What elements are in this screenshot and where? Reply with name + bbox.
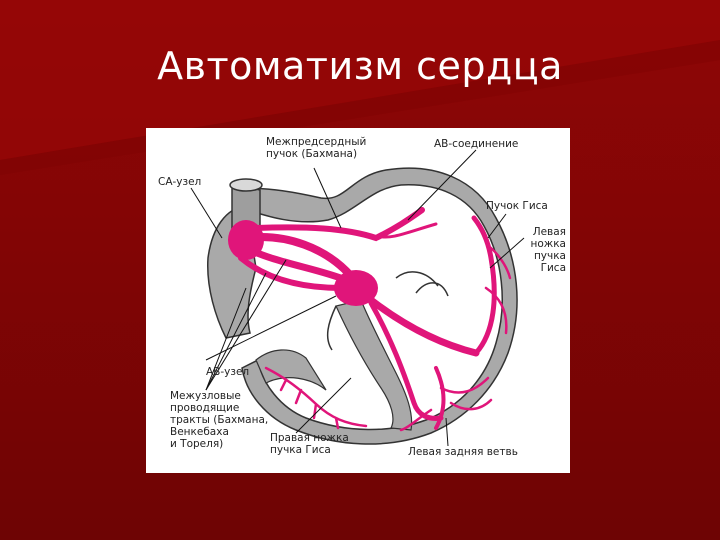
valve-leaflet-right bbox=[415, 282, 449, 297]
label-left-posterior-fascicle: Левая задняя ветвь bbox=[408, 446, 518, 458]
purkinje-fibers-left bbox=[399, 376, 493, 432]
label-internodal-tracts: Межузловые проводящие тракты (Бахмана, В… bbox=[170, 390, 269, 450]
label-his-bundle: Пучок Гиса bbox=[486, 200, 548, 212]
ventricular-septum bbox=[335, 299, 413, 431]
label-av-junction: АВ-соединение bbox=[434, 138, 519, 150]
sa-node bbox=[228, 220, 264, 260]
bachmann-branch bbox=[376, 222, 438, 239]
valve-leaflet-mid bbox=[326, 305, 337, 351]
label-av-node: АВ-узел bbox=[206, 366, 250, 378]
bachmann-bundle-path bbox=[253, 207, 425, 242]
conduction-system bbox=[238, 207, 512, 432]
valve-leaflet-left bbox=[395, 271, 439, 287]
internodal-tract-2 bbox=[242, 244, 350, 284]
av-node bbox=[334, 270, 378, 306]
left-bundle-branch-path bbox=[471, 215, 497, 356]
left-posterior-fascicle-path bbox=[434, 366, 446, 430]
left-bundle-fibers bbox=[484, 246, 512, 335]
label-sa-node: СА-узел bbox=[158, 176, 202, 188]
leader-lines bbox=[190, 149, 525, 447]
label-left-bundle-branch: Левая ножка пучка Гиса bbox=[530, 226, 566, 274]
purkinje-fibers-right bbox=[264, 366, 368, 430]
vena-cava-opening bbox=[229, 178, 263, 192]
heart-illustration bbox=[190, 149, 525, 447]
heart-conduction-diagram: СА-узел Межпредсердный пучок (Бахмана) А… bbox=[146, 128, 570, 473]
label-right-bundle-branch: Правая ножка пучка Гиса bbox=[270, 432, 349, 456]
internodal-tract-3 bbox=[238, 255, 344, 291]
right-ventricle-wall bbox=[255, 349, 327, 391]
label-bachmann-bundle: Межпредсердный пучок (Бахмана) bbox=[266, 136, 367, 160]
his-bundle-path bbox=[367, 296, 480, 357]
slide-title: Автоматизм сердца bbox=[157, 44, 563, 88]
right-bundle-branch-path bbox=[368, 300, 444, 421]
